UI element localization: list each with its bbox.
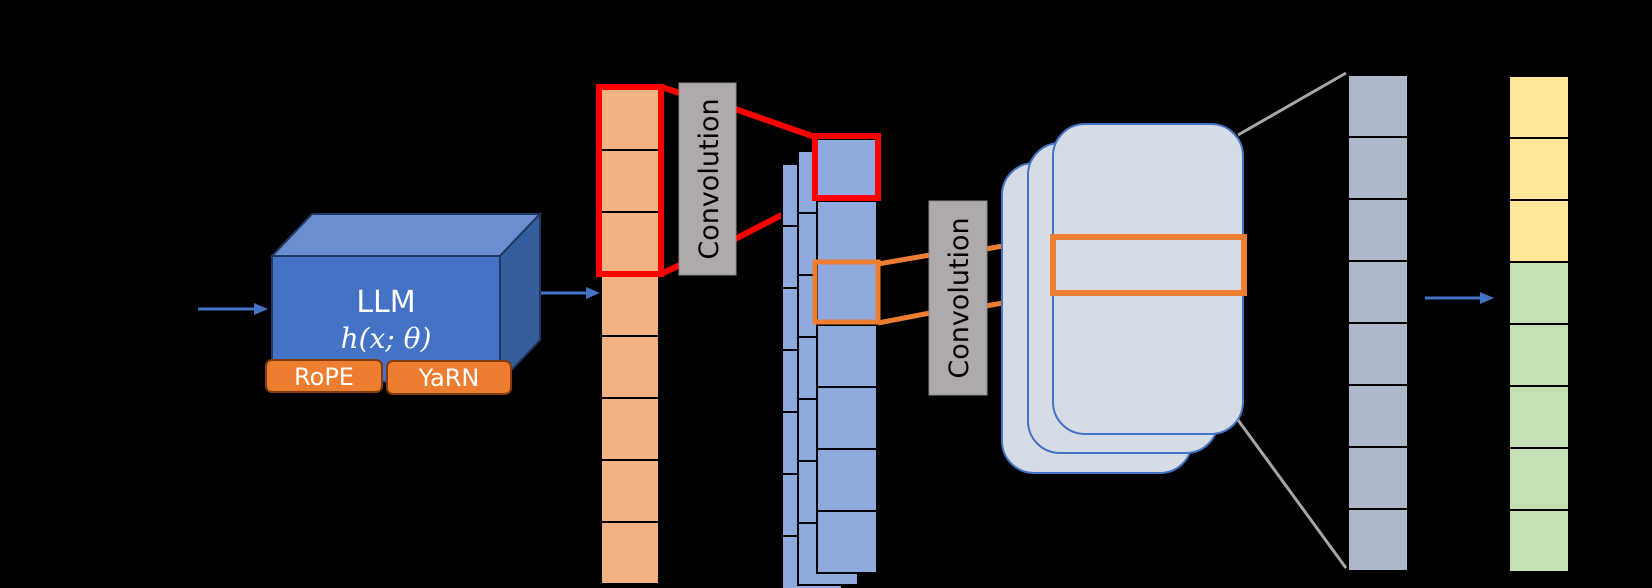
red-feature-highlight xyxy=(812,133,881,201)
llm-output-arrow xyxy=(541,287,600,299)
llm-block-top xyxy=(269,213,543,257)
llm-block: LLM h(x; θ) xyxy=(269,211,543,385)
pooled-cell xyxy=(1347,198,1409,262)
output-cell-yellow xyxy=(1508,75,1570,139)
feature-map-2-layer-1 xyxy=(1052,123,1244,435)
feature-map-1-layer-1-cell xyxy=(816,448,878,512)
pooled-cell xyxy=(1347,260,1409,324)
feature-map-1-layer-1-cell xyxy=(816,200,878,264)
feature-maps-2 xyxy=(1001,123,1247,474)
yarn-label: YaRN xyxy=(418,364,480,392)
output-cell-green xyxy=(1508,323,1570,387)
hidden-state-cell xyxy=(600,87,660,151)
feature-map-1-layer-1-cell xyxy=(816,262,878,326)
convolution-1-label: Convolution xyxy=(694,98,725,259)
convolution-2-label: Convolution xyxy=(944,217,975,378)
rope-label: RoPE xyxy=(294,363,354,391)
feature-map-1-layer-1-cell xyxy=(816,510,878,574)
output-column xyxy=(1508,75,1570,573)
input-arrow xyxy=(198,303,268,315)
red-highlight-box xyxy=(596,84,664,277)
convolution-2: Convolution xyxy=(928,200,988,396)
feature-map-1-layer-1-cell xyxy=(816,324,878,388)
hidden-state-cell xyxy=(600,273,660,337)
output-cell-green xyxy=(1508,447,1570,511)
hidden-state-cell xyxy=(600,397,660,461)
orange-feature-highlight xyxy=(812,259,881,325)
llm-title: LLM xyxy=(356,285,415,320)
hidden-state-cell xyxy=(600,149,660,213)
pooled-cell xyxy=(1347,74,1409,138)
pooled-cell xyxy=(1347,384,1409,448)
convolution-1: Convolution xyxy=(678,82,737,276)
output-cell-yellow xyxy=(1508,137,1570,201)
pooled-cell xyxy=(1347,446,1409,510)
hidden-state-column xyxy=(600,87,660,585)
pooled-column xyxy=(1347,74,1409,572)
hidden-state-cell xyxy=(600,335,660,399)
feature-maps-1 xyxy=(781,138,878,588)
output-cell-green xyxy=(1508,385,1570,449)
feature-map-1-layer-1-cell xyxy=(816,138,878,202)
hidden-state-cell xyxy=(600,521,660,585)
hidden-state-cell xyxy=(600,211,660,275)
output-cell-green xyxy=(1508,509,1570,573)
output-cell-green xyxy=(1508,261,1570,325)
yarn-module: YaRN xyxy=(386,360,512,395)
pooled-cell xyxy=(1347,508,1409,572)
pooled-cell xyxy=(1347,136,1409,200)
llm-formula: h(x; θ) xyxy=(341,322,432,355)
orange-feature-band xyxy=(1050,234,1247,296)
output-cell-yellow xyxy=(1508,199,1570,263)
feature-map-1-layer-1-cell xyxy=(816,386,878,450)
hidden-state-cell xyxy=(600,459,660,523)
rope-module: RoPE xyxy=(265,359,383,393)
pooling-connectors xyxy=(1236,71,1348,569)
pooled-cell xyxy=(1347,322,1409,386)
output-arrow xyxy=(1425,292,1494,304)
